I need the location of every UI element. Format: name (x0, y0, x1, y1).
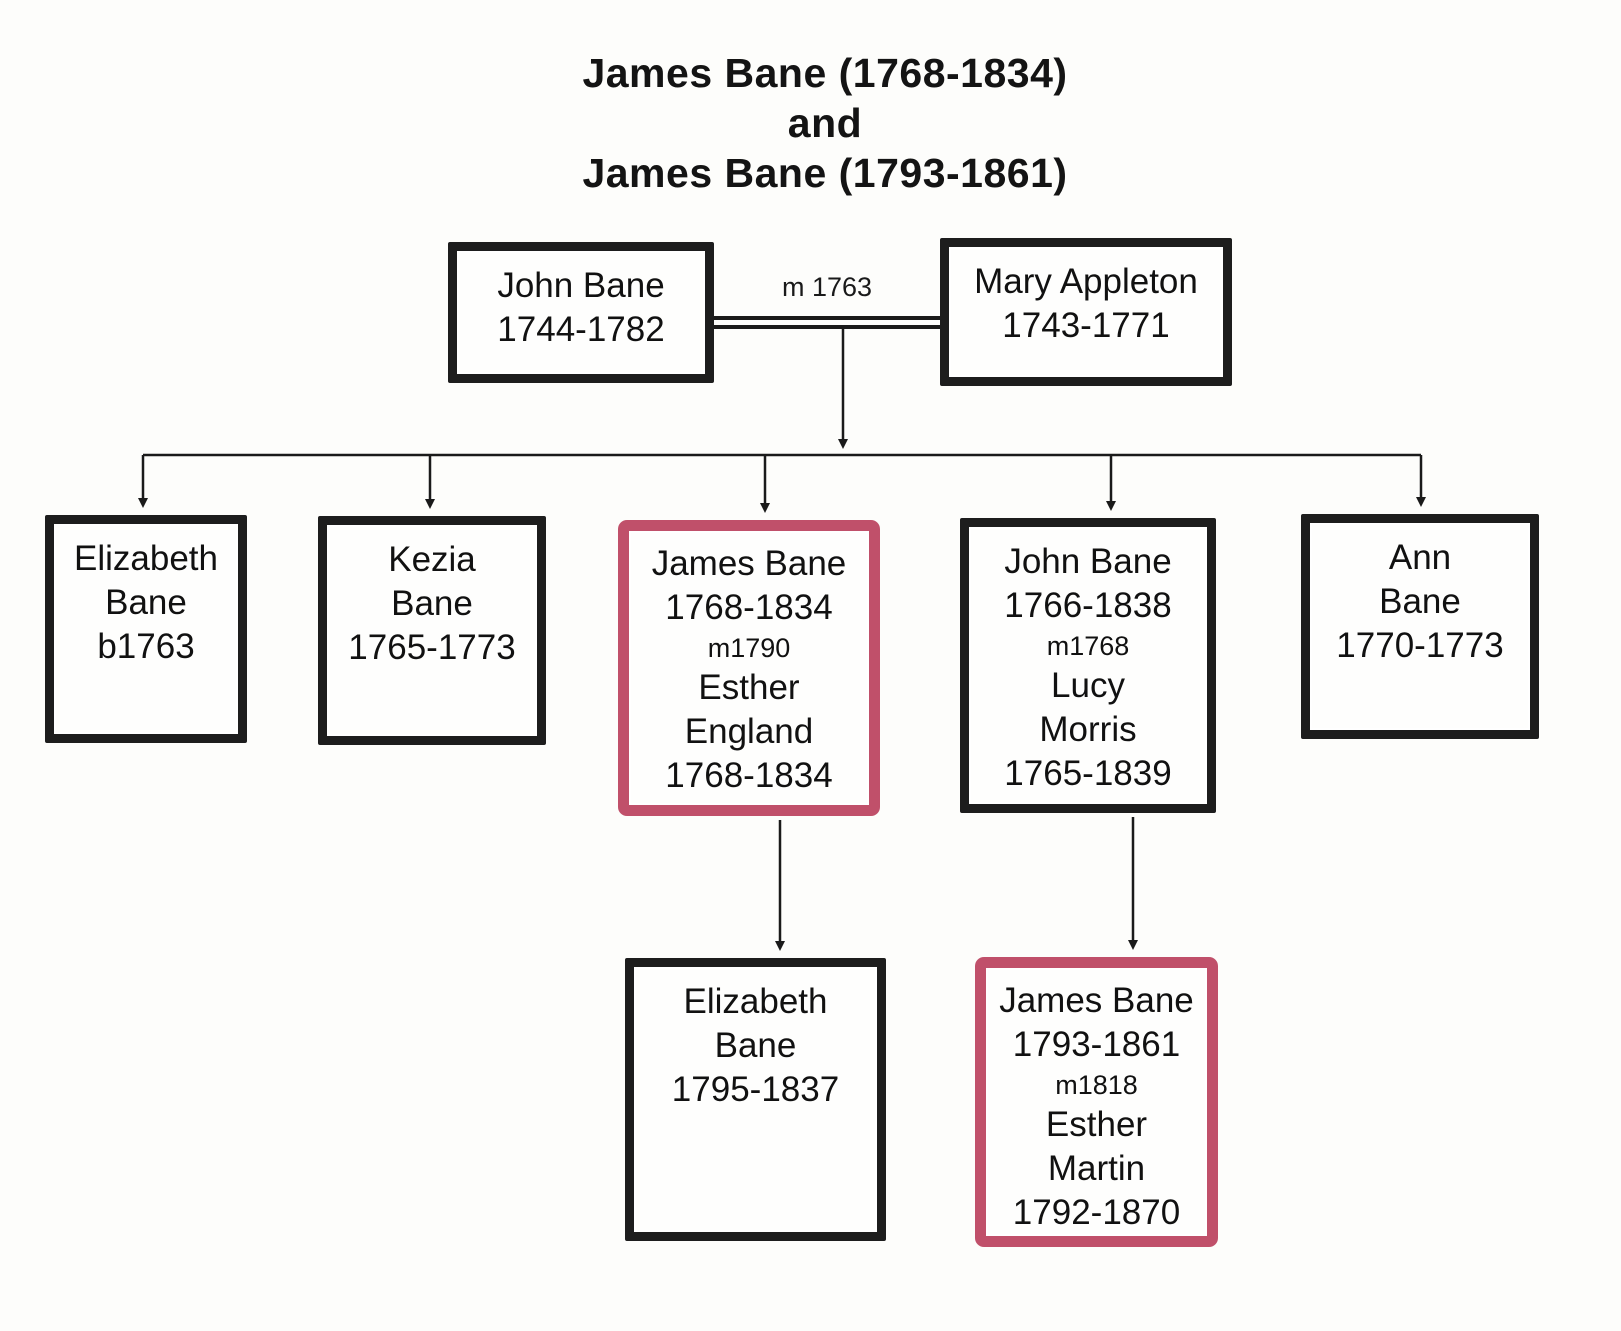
spouse-dates: 1765-1839 (1004, 754, 1172, 793)
person-name: Elizabeth (683, 982, 828, 1021)
person-box-kezia-bane-1765: Kezia Bane 1765-1773 (318, 516, 546, 745)
chart-title: James Bane (1768-1834) and James Bane (1… (0, 48, 1621, 198)
person-dates: 1768-1834 (665, 588, 833, 627)
person-dates: b1763 (97, 627, 195, 666)
person-dates: 1766-1838 (1004, 586, 1172, 625)
marriage-year: m1818 (1055, 1070, 1138, 1100)
person-box-james-bane-1793-highlighted: James Bane 1793-1861 m1818 Esther Martin… (975, 957, 1218, 1247)
person-dates: 1793-1861 (1012, 1025, 1181, 1064)
spouse-name: Martin (1047, 1149, 1146, 1188)
person-dates: 1795-1837 (671, 1070, 840, 1109)
person-name: John Bane (497, 266, 665, 305)
person-name: Ann (1388, 538, 1452, 577)
person-name: Bane (1379, 582, 1461, 621)
spouse-name: Esther (1045, 1105, 1148, 1144)
person-name: James Bane (999, 981, 1194, 1020)
marriage-year-label: m 1763 (781, 272, 873, 302)
person-box-mary-appleton-1743: Mary Appleton 1743-1771 (940, 238, 1232, 386)
person-dates: 1770-1773 (1336, 626, 1504, 665)
person-box-john-bane-1766: John Bane 1766-1838 m1768 Lucy Morris 17… (960, 518, 1216, 813)
marriage-year: m1768 (1046, 631, 1130, 661)
person-dates: 1744-1782 (497, 310, 665, 349)
person-name: James Bane (651, 544, 847, 583)
chart-title-line-1: James Bane (1768-1834) (582, 50, 1068, 96)
person-dates: 1743-1771 (1002, 306, 1170, 345)
spouse-dates: 1768-1834 (665, 756, 833, 795)
spouse-name: Lucy (1051, 666, 1125, 705)
person-box-ann-bane-1770: Ann Bane 1770-1773 (1301, 514, 1539, 739)
person-box-elizabeth-bane-1795: Elizabeth Bane 1795-1837 (625, 958, 886, 1241)
chart-title-line-2: and (787, 100, 863, 146)
person-name: Elizabeth (74, 539, 218, 578)
spouse-name: Esther (698, 668, 800, 707)
person-box-elizabeth-bane-b1763: Elizabeth Bane b1763 (45, 515, 247, 743)
person-box-john-bane-1744: John Bane 1744-1782 (448, 242, 714, 383)
chart-title-line-3: James Bane (1793-1861) (582, 150, 1068, 196)
spouse-name: England (684, 712, 814, 751)
person-name: Bane (105, 583, 187, 622)
person-name: Bane (391, 584, 473, 623)
spouse-name: Morris (1039, 710, 1137, 749)
marriage-year: m1790 (707, 633, 791, 663)
person-name: Kezia (388, 540, 476, 579)
person-name: John Bane (1004, 542, 1172, 581)
spouse-dates: 1792-1870 (1012, 1193, 1181, 1232)
person-name: Mary Appleton (974, 262, 1198, 301)
person-dates: 1765-1773 (348, 628, 516, 667)
person-box-james-bane-1768-highlighted: James Bane 1768-1834 m1790 Esther Englan… (618, 520, 880, 816)
person-name: Bane (714, 1026, 797, 1065)
